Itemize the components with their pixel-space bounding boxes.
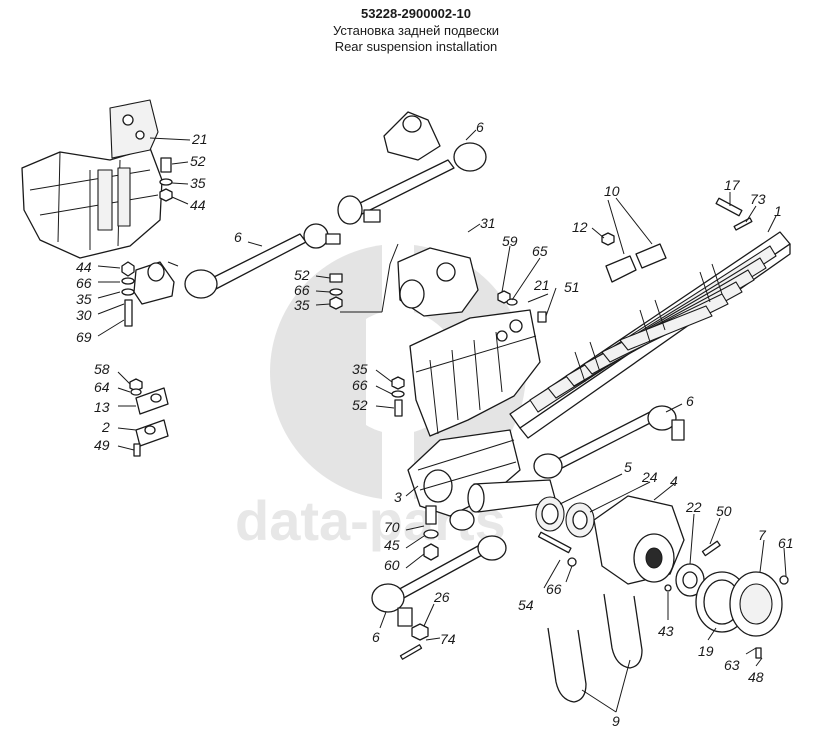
callout-35-left: 35 xyxy=(76,291,92,307)
spring-pad-bracket xyxy=(121,261,175,327)
bolt-stack-middle xyxy=(391,376,405,417)
lower-fasteners xyxy=(399,505,672,660)
callout-10: 10 xyxy=(604,183,620,199)
callout-58: 58 xyxy=(94,361,110,377)
callout-66-right: 66 xyxy=(352,377,368,393)
callout-45: 45 xyxy=(384,537,400,553)
callout-44-top: 44 xyxy=(190,197,206,213)
callout-6-middle: 6 xyxy=(686,393,694,409)
callout-48: 48 xyxy=(748,669,764,685)
leader-lines xyxy=(97,129,787,713)
callout-6-lower: 6 xyxy=(372,629,380,645)
reaction-rod-upper-right xyxy=(337,111,487,225)
title-russian: Установка задней подвески xyxy=(332,23,500,38)
callout-66-left: 66 xyxy=(76,275,92,291)
callout-73: 73 xyxy=(750,191,766,207)
callout-50: 50 xyxy=(716,503,732,519)
callout-66-mid: 66 xyxy=(294,282,310,298)
callout-1: 1 xyxy=(774,203,782,219)
callout-19: 19 xyxy=(698,643,714,659)
callout-21-main: 21 xyxy=(533,277,550,293)
callout-35-top: 35 xyxy=(190,175,206,191)
bracket-31 xyxy=(329,243,479,317)
clamp-plate-set xyxy=(129,378,169,457)
callout-6-upper-left: 6 xyxy=(234,229,242,245)
callout-69: 69 xyxy=(76,329,92,345)
u-bolts-9 xyxy=(547,593,643,703)
callout-51: 51 xyxy=(564,279,580,295)
callout-30: 30 xyxy=(76,307,92,323)
callout-52-top: 52 xyxy=(190,153,206,169)
callout-31: 31 xyxy=(480,215,496,231)
callout-3: 3 xyxy=(394,489,402,505)
callout-74: 74 xyxy=(440,631,456,647)
callout-21-top: 21 xyxy=(191,131,208,147)
callout-9: 9 xyxy=(612,713,620,729)
callout-61: 61 xyxy=(778,535,794,551)
callout-43: 43 xyxy=(658,623,674,639)
callout-44-left: 44 xyxy=(76,259,92,275)
callout-65: 65 xyxy=(532,243,548,259)
callout-22: 22 xyxy=(685,499,702,515)
cover-7 xyxy=(729,571,789,659)
callout-59: 59 xyxy=(502,233,518,249)
leaf-spring xyxy=(509,231,791,439)
drawing-code: 53228-2900002-10 xyxy=(361,6,471,21)
callout-66-lower: 66 xyxy=(546,581,562,597)
callout-12: 12 xyxy=(572,219,588,235)
callout-49: 49 xyxy=(94,437,110,453)
callout-52-mid: 52 xyxy=(294,267,310,283)
callout-24: 24 xyxy=(641,469,658,485)
callout-17: 17 xyxy=(724,177,741,193)
bracket-fasteners-top xyxy=(159,157,173,202)
spring-clamps xyxy=(601,197,753,283)
callout-labels: 21 52 35 44 6 6 44 66 35 30 69 31 52 66 … xyxy=(76,119,794,729)
callout-26: 26 xyxy=(433,589,450,605)
callout-7: 7 xyxy=(758,527,767,543)
callout-6-upper-right: 6 xyxy=(476,119,484,135)
reaction-rod-middle-right xyxy=(533,405,685,479)
axle-shaft xyxy=(467,479,595,538)
title-english: Rear suspension installation xyxy=(334,39,498,54)
callout-70: 70 xyxy=(384,519,400,535)
callout-5: 5 xyxy=(624,459,632,475)
callout-4: 4 xyxy=(670,473,678,489)
callout-35-right: 35 xyxy=(352,361,368,377)
upper-bracket xyxy=(21,99,163,259)
hub-4 xyxy=(593,495,685,585)
callout-13: 13 xyxy=(94,399,110,415)
callout-2: 2 xyxy=(101,419,110,435)
axle-bracket-3 xyxy=(407,429,521,531)
callout-64: 64 xyxy=(94,379,110,395)
callout-63: 63 xyxy=(724,657,740,673)
reaction-rod-upper-left xyxy=(167,223,341,299)
callout-54: 54 xyxy=(518,597,534,613)
callout-52-right: 52 xyxy=(352,397,368,413)
reaction-rod-lower-left xyxy=(371,535,507,627)
callout-60: 60 xyxy=(384,557,400,573)
spring-bracket-21 xyxy=(409,290,547,437)
callout-35-mid: 35 xyxy=(294,297,310,313)
